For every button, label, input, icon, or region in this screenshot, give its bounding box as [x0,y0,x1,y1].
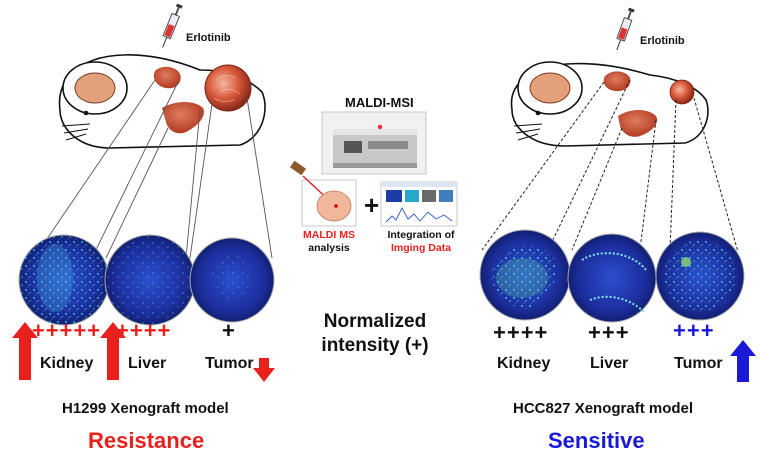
right-tumor-score: +++ [673,318,715,343]
left-tumor-label: Tumor [205,355,254,372]
left-tumor-score: + [222,318,236,343]
right-tumor-label: Tumor [674,355,723,372]
left-kidney-organ [153,66,181,89]
left-kidney-ms-disc [18,234,110,326]
normalized-text: Normalized [323,311,427,332]
right-mouse-eye [535,110,541,116]
left-tumor-down-arrow-icon [253,358,275,382]
right-mouse-ear-inner [529,72,571,104]
maldi-ms-text: MALDI MS [303,229,355,241]
left-kidney-score: ++++++ [18,318,102,343]
right-model-verdict: Sensitive [548,428,645,453]
right-projection-lines [481,79,739,253]
right-tumor-ms-disc [655,231,745,321]
maldi-instrument-photo [321,111,427,175]
normalized-intensity-label: Normalized intensity (+) [300,310,450,358]
left-liver-up-arrow-icon [100,322,126,380]
right-syringe-icon [616,7,635,51]
left-tumor-ms-disc [189,237,275,323]
imaging-data-text: Imging Data [390,242,452,254]
right-drug-label: Erlotinib [640,35,685,47]
left-liver-ms-disc [104,234,196,326]
integration-label: Integration of Imging Data [380,229,462,255]
right-kidney-score: ++++ [493,320,549,345]
right-liver-ms-disc [567,233,657,323]
maldi-analysis-label: MALDI MS analysis [296,229,362,255]
left-liver-label: Liver [128,355,167,372]
right-tumor-up-arrow-icon [730,340,756,382]
right-liver-score: +++ [588,320,630,345]
left-liver-score: ++++ [116,318,172,343]
center-plus-sign: + [364,190,380,220]
right-mouse-whiskers [513,123,543,141]
right-kidney-ms-disc [479,229,571,321]
left-up-arrow-icon [12,322,38,380]
right-tumor-organ [669,79,695,105]
left-liver-organ [162,102,204,134]
left-tumor-texture [213,75,241,102]
integration-text: Integration of [387,229,455,241]
left-drug-label: Erlotinib [186,32,231,44]
left-mouse-eye [83,110,89,116]
left-mouse-whiskers [61,123,91,141]
right-mouse-illustration [510,61,709,147]
right-liver-organ [618,110,658,137]
left-projection-lines [33,79,273,259]
intensity-text: intensity (+) [321,335,429,356]
right-liver-label: Liver [590,355,629,372]
imaging-software-screenshot [380,181,458,227]
left-mouse-ear-inner [74,72,116,104]
maldi-msi-title: MALDI-MSI [345,95,414,110]
left-model-name: H1299 Xenograft model [62,400,229,417]
analysis-text: analysis [308,242,350,254]
left-syringe-icon [162,3,183,48]
left-model-verdict: Resistance [88,428,205,453]
right-kidney-organ [603,71,631,92]
right-kidney-label: Kidney [497,355,551,372]
left-kidney-label: Kidney [40,355,94,372]
right-model-name: HCC827 Xenograft model [513,400,694,417]
maldi-analysis-illustration [289,160,357,227]
